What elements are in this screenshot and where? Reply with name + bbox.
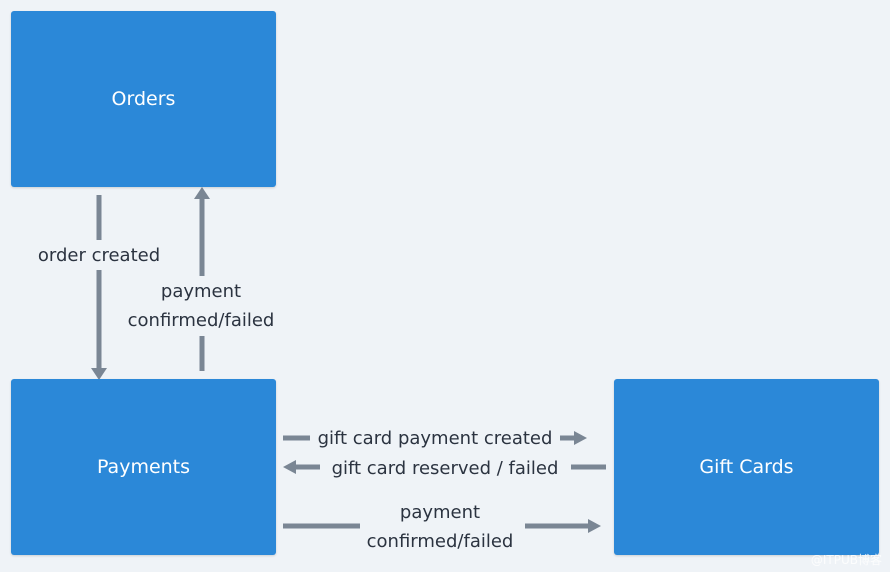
orders-node: Orders xyxy=(11,11,276,187)
order-created-label: order created xyxy=(20,241,178,270)
arrow-gift-card-payment-created xyxy=(283,431,587,445)
arrow-order-created-head xyxy=(91,368,107,380)
gift-card-payment-created-text: gift card payment created xyxy=(317,428,553,449)
arrow-order-created xyxy=(91,195,107,380)
arrow-gc-created-head xyxy=(574,431,587,445)
gift-card-reserved-label: gift card reserved / failed xyxy=(320,454,570,483)
payment-confirmed-up-label: payment confirmed/failed xyxy=(110,277,292,335)
arrow-payment-confirmed-right xyxy=(283,519,601,533)
payment-confirmed-right-line1: payment xyxy=(399,502,481,523)
arrow-gift-card-reserved xyxy=(283,460,606,474)
payment-confirmed-up-line2: confirmed/failed xyxy=(127,310,275,331)
gift-card-payment-created-label: gift card payment created xyxy=(310,424,560,453)
arrow-payment-confirmed-up-head xyxy=(194,187,210,199)
arrow-payment-confirmed-up xyxy=(194,187,210,371)
payment-confirmed-right-label: payment confirmed/failed xyxy=(350,498,530,556)
arrow-gc-reserved-head xyxy=(283,460,296,474)
watermark: @ITPUB博客 xyxy=(810,553,882,567)
gift-cards-node: Gift Cards xyxy=(614,379,879,555)
gift-card-reserved-text: gift card reserved / failed xyxy=(331,458,559,479)
payment-confirmed-up-line1: payment xyxy=(160,281,242,302)
payments-node: Payments xyxy=(11,379,276,555)
arrow-payment-confirmed-right-head xyxy=(588,519,601,533)
payment-confirmed-right-line2: confirmed/failed xyxy=(366,531,514,552)
orders-node-label: Orders xyxy=(111,88,176,110)
order-created-text: order created xyxy=(37,245,161,266)
payments-node-label: Payments xyxy=(96,456,191,478)
gift-cards-node-label: Gift Cards xyxy=(699,456,794,478)
